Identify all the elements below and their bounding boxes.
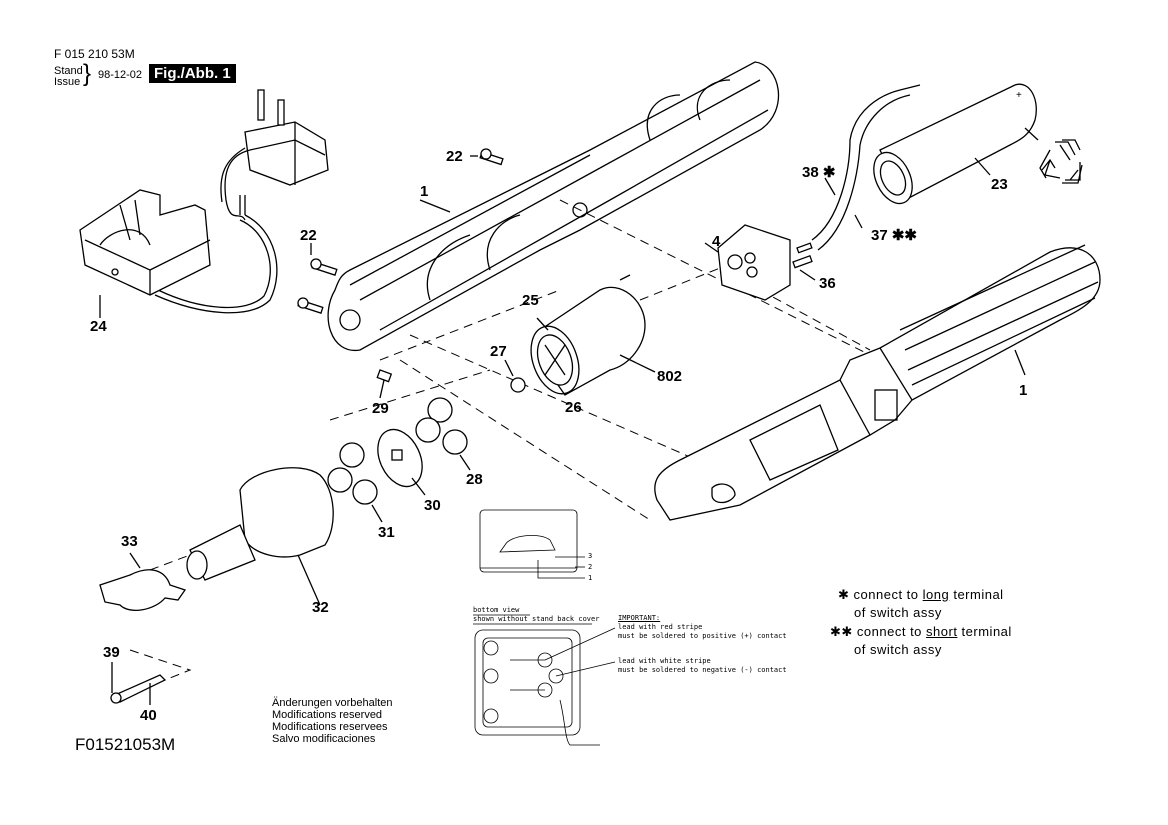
part-label-27: 27 [490,343,507,360]
inset-side-view [479,509,585,579]
double-star-icon: ✱✱ [830,624,853,639]
red-stripe-line2: must be soldered to positive (+) contact [618,632,787,640]
inset-callout-2: 2 [588,563,593,571]
legend-double-line2: of switch assy [854,642,942,657]
svg-text:+: + [1016,90,1022,101]
inset-title-1: bottom view [473,606,520,614]
part-label-1-housing-half: 1 [420,183,429,200]
part-label-33: 33 [121,533,138,550]
modifications-fr: Modifications reservees [272,721,388,733]
part-label-39: 39 [103,644,120,661]
modifications-es: Salvo modificaciones [272,733,376,745]
legend-double-emph: short [926,624,958,639]
part-label-28: 28 [466,471,483,488]
legend-double-text-post: terminal [957,624,1012,639]
part-label-22-top: 22 [446,148,463,165]
drawing-number: F 015 210 53M [54,47,135,61]
assembly-lines [129,199,871,691]
legend-double-star: ✱✱ connect to short terminal of switch a… [830,623,1012,659]
part-label-37: 37 ✱✱ [871,227,917,244]
inset-title-2: shown without stand back cover [473,615,600,623]
charging-stand [79,189,211,318]
white-stripe-line1: lead with white stripe [618,657,711,665]
part-label-23: 23 [991,176,1008,193]
housing-assembled [654,244,1101,521]
clip [99,552,187,611]
part-label-29: 29 [372,400,389,417]
key-part [376,369,393,399]
part-label-4: 4 [712,233,721,250]
legend-single-emph: long [922,587,950,602]
drawing-code: F01521053M [75,735,176,754]
single-star-icon: ✱ [838,587,850,602]
red-stripe-line1: lead with red stripe [618,623,703,631]
white-stripe-line2: must be soldered to negative (-) contact [618,666,787,674]
part-label-32: 32 [312,599,329,616]
stand-label: Stand [54,65,83,77]
part-label-24: 24 [90,318,107,335]
part-label-36: 36 [819,275,836,292]
important-heading: IMPORTANT: [618,614,661,622]
part-label-22-left: 22 [300,227,317,244]
wires [811,84,921,251]
screws [297,148,504,314]
ring-gear-housing [186,467,334,606]
part-label-31: 31 [378,524,395,541]
part-label-38: 38 ✱ [802,164,836,181]
figure-badge: Fig./Abb. 1 [149,64,236,83]
planet-gears [327,397,471,523]
part-label-40: 40 [140,707,157,724]
inset-callout-3: 3 [588,552,593,560]
recycle-icon [1039,139,1083,184]
part-label-25: 25 [522,292,539,309]
charger-plug [154,89,329,314]
legend-single-line2: of switch assy [854,605,942,620]
legend-double-text-pre: connect to [856,624,927,639]
planet-carrier [377,428,426,496]
legend-single-star: ✱ connect to long terminal of switch ass… [838,586,1004,622]
part-label-30: 30 [424,497,441,514]
modifications-de: Änderungen vorbehalten [272,697,393,709]
switch-assembly [704,224,816,301]
housing-half [327,61,780,351]
part-label-802: 802 [657,368,683,385]
pin [110,662,167,705]
stand-issue-label: Stand Issue [54,66,83,88]
brace-glyph: } [83,60,92,87]
issue-date: 98-12-02 [98,69,143,81]
modifications-en: Modifications reserved [272,709,383,721]
inset-callout-1: 1 [588,574,593,582]
battery: + [873,83,1039,205]
motor [530,274,656,396]
part-label-1-housing: 1 [1019,382,1028,399]
legend-single-text-pre: connect to [853,587,923,602]
issue-label: Issue [54,76,81,88]
modifications-notice: Änderungen vorbehalten Modifications res… [272,697,392,745]
inset-bottom-view [473,614,616,746]
legend-single-text-post: terminal [949,587,1004,602]
pinion [504,359,526,393]
part-label-26: 26 [565,399,582,416]
